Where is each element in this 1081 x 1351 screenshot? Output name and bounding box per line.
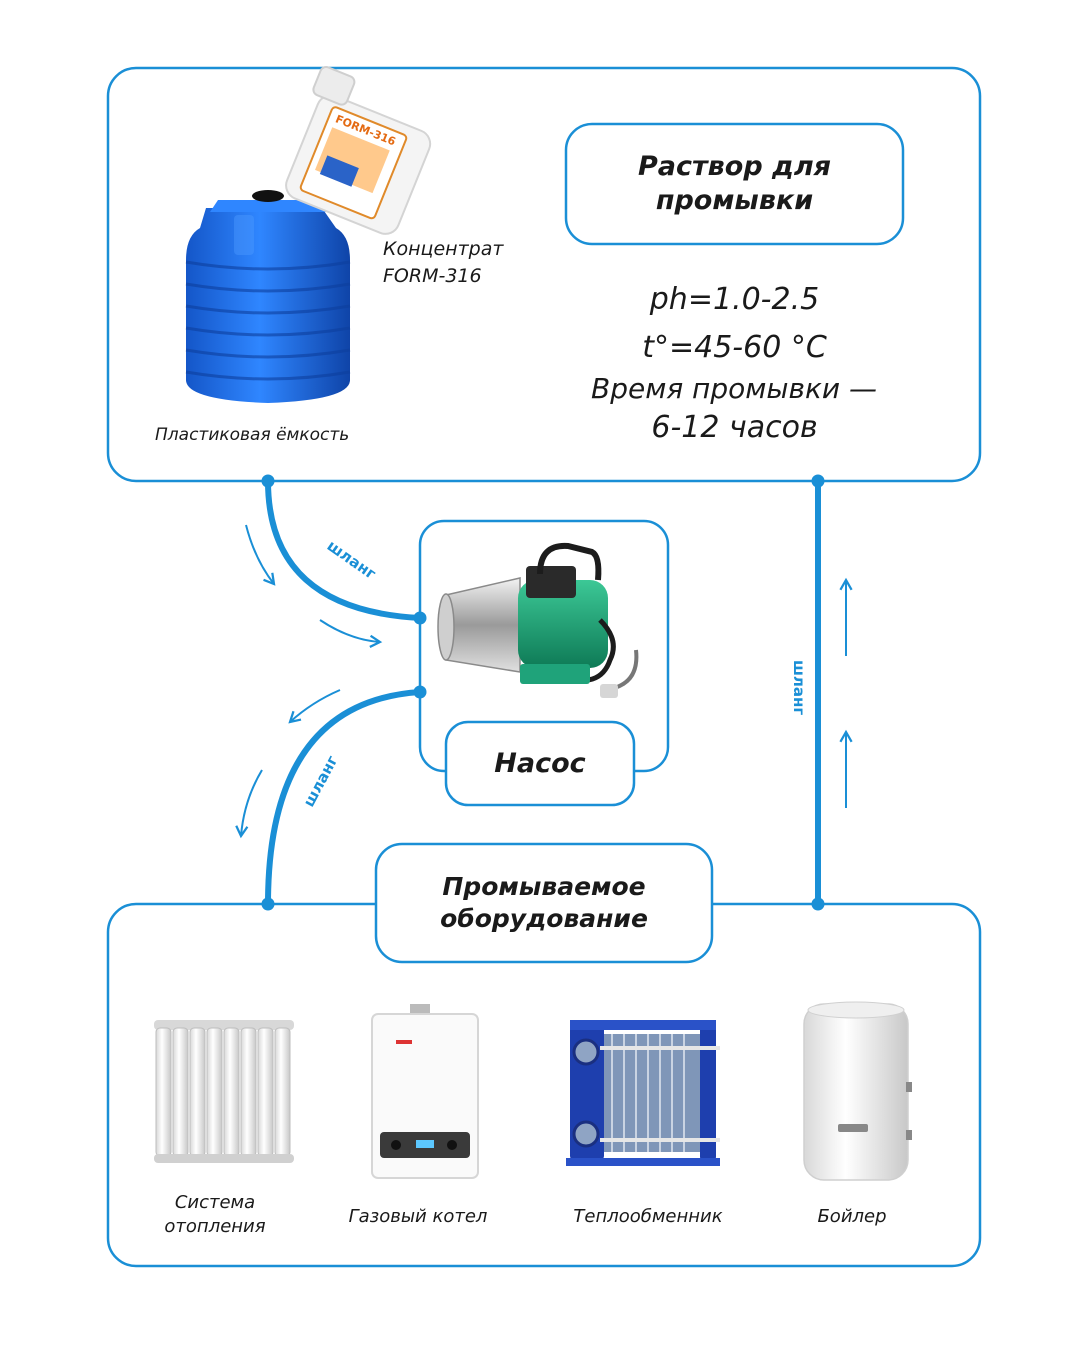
equipment-title-box (374, 842, 714, 964)
hose-tank-to-pump (265, 480, 421, 621)
solution-title-box (564, 122, 905, 246)
concentrate-label-line2: FORM-316 (383, 265, 482, 287)
tank-label: Пластиковая ёмкость (155, 425, 350, 445)
hose-lines (265, 480, 821, 905)
arrow-down-left (235, 769, 263, 839)
equipment-title-line2: оборудование (440, 904, 648, 933)
gas-boiler-icon (371, 1004, 479, 1179)
arrow-down-right-2 (319, 619, 383, 648)
hose-joints (261, 474, 825, 911)
hose-label-1: шланг (324, 537, 380, 584)
concentrate-label-line1: Концентрат (383, 238, 504, 260)
solution-time-line1: Время промывки — (590, 372, 878, 405)
solution-title-line2: промывки (655, 185, 814, 216)
solution-temp: t°=45-60 °C (642, 330, 827, 365)
equipment-title: Промываемое оборудование (376, 844, 712, 962)
water-heater-icon (803, 1001, 912, 1181)
pump-icon (437, 542, 639, 698)
solution-panel (106, 66, 982, 483)
equipment-title-line1: Промываемое (442, 872, 646, 901)
pump-title-box (444, 720, 636, 807)
equipment-label-exchanger: Теплообменник (573, 1206, 723, 1227)
hose-pump-to-equipment (265, 689, 421, 905)
equipment-label-heating-line2: отопления (164, 1216, 266, 1237)
equipment-label-gas-boiler: Газовый котел (348, 1206, 488, 1227)
solution-ph: ph=1.0-2.5 (649, 282, 820, 317)
hose-label-3: шланг (790, 660, 808, 715)
flow-arrows (235, 524, 853, 839)
hose-label-2: шланг (300, 753, 342, 810)
arrow-down-right-1 (245, 524, 276, 586)
equipment-label-heating-line1: Система (174, 1192, 256, 1213)
solution-title-line1: Раствор для (638, 151, 831, 182)
radiator-icon (154, 1020, 294, 1163)
heat-exchanger-icon (566, 1020, 720, 1166)
solution-time-line2: 6-12 часов (651, 410, 818, 445)
solution-title: Раствор для промывки (566, 124, 903, 244)
bottle-icon: FORM-316 (285, 65, 432, 235)
equipment-label-heating: Система отопления (140, 1191, 290, 1239)
arrow-left-1 (288, 689, 341, 724)
pump-title: Насос (494, 748, 586, 779)
tank-icon (185, 190, 351, 403)
equipment-label-water-heater: Бойлер (817, 1206, 887, 1227)
